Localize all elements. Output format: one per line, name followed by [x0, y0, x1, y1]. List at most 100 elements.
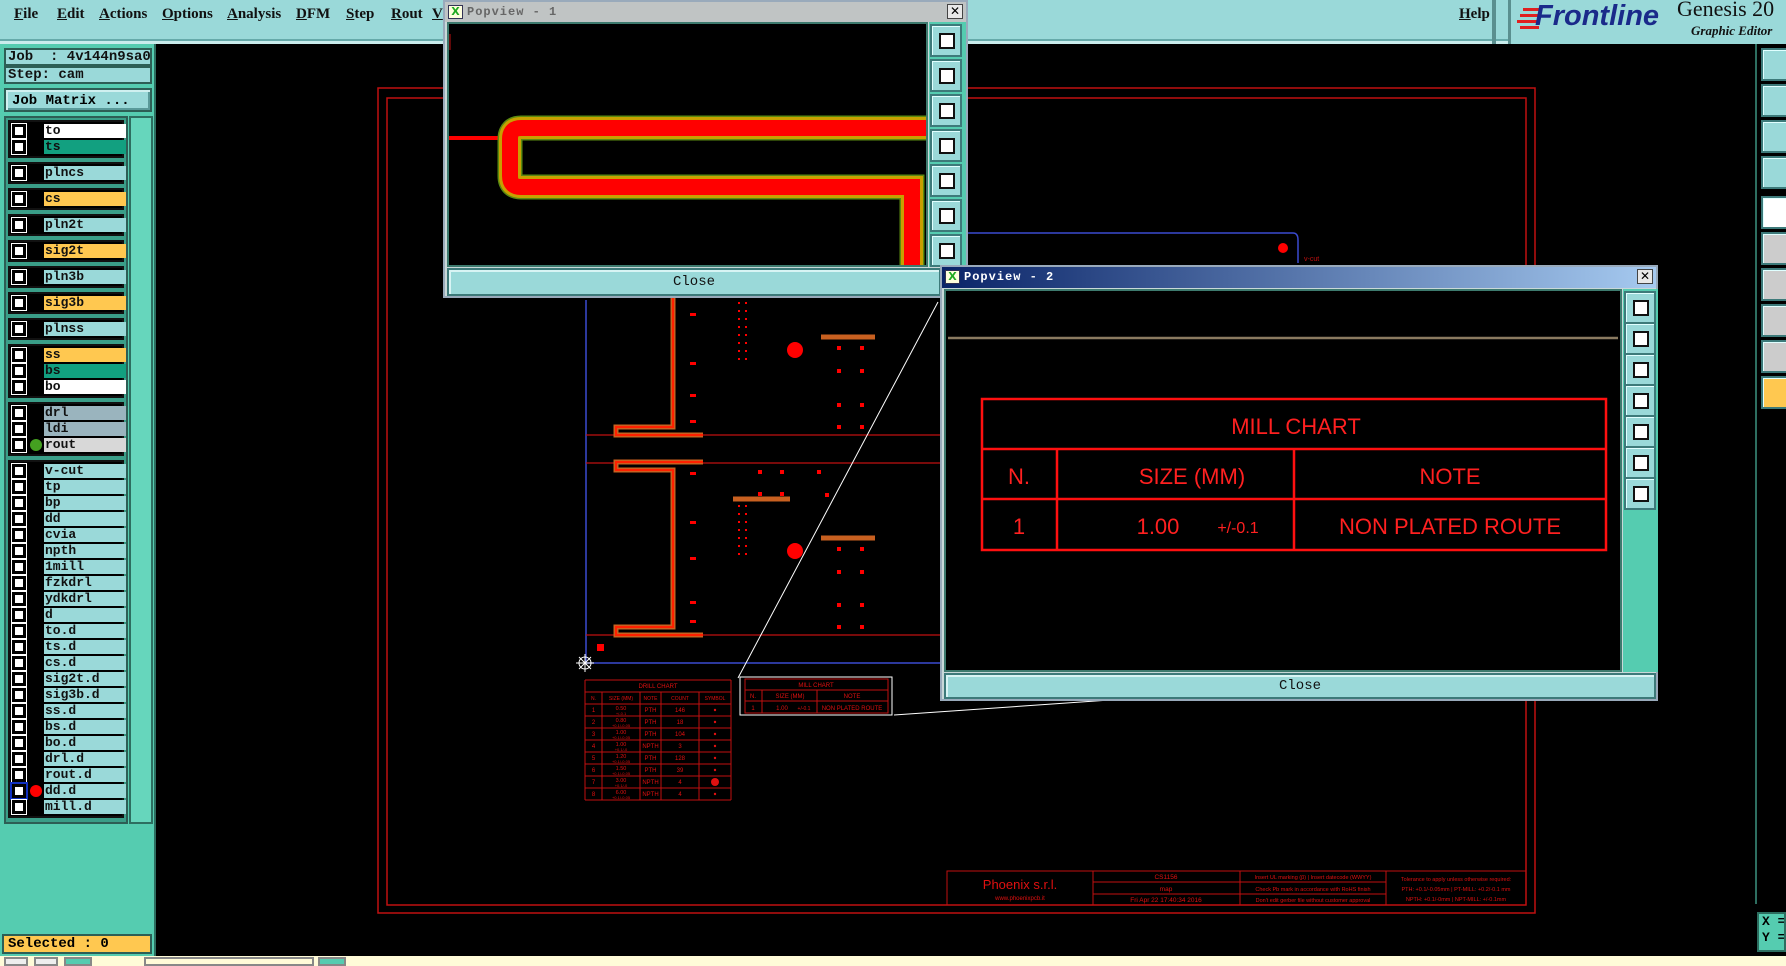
ruler-icon[interactable] — [1761, 340, 1786, 373]
layer-row-pln2t[interactable]: pln2t — [10, 217, 126, 233]
layer-row-ydkdrl[interactable]: ydkdrl — [10, 591, 126, 607]
layer-name[interactable]: tp — [44, 480, 126, 494]
layer-name[interactable]: bp — [44, 496, 126, 510]
layer-name[interactable]: bs — [44, 364, 126, 378]
layer-row-bp[interactable]: bp — [10, 495, 126, 511]
layer-checkbox[interactable] — [11, 123, 27, 139]
layer-checkbox[interactable] — [11, 463, 27, 479]
layer-row-sig3b.d[interactable]: sig3b.d — [10, 687, 126, 703]
layer-row-fzkdrl[interactable]: fzkdrl — [10, 575, 126, 591]
layer-checkbox[interactable] — [11, 243, 27, 259]
layer-checkbox[interactable] — [11, 191, 27, 207]
layer-row-sig2t.d[interactable]: sig2t.d — [10, 671, 126, 687]
layer-checkbox[interactable] — [11, 511, 27, 527]
layer-checkbox[interactable] — [11, 269, 27, 285]
layer-name[interactable]: sig2t.d — [44, 672, 126, 686]
menu-view[interactable]: V — [432, 6, 443, 22]
layer-name[interactable]: ts.d — [44, 640, 126, 654]
layer-row-bo.d[interactable]: bo.d — [10, 735, 126, 751]
popview-1-close-button[interactable]: Close — [447, 268, 941, 296]
layer-name[interactable]: plnss — [44, 322, 126, 336]
view-tool-button[interactable] — [930, 129, 962, 162]
layer-name[interactable]: npth — [44, 544, 126, 558]
layer-checkbox[interactable] — [11, 495, 27, 511]
layer-name[interactable]: drl — [44, 406, 126, 420]
popview-1-titlebar[interactable]: X Popview - 1 ✕ — [445, 2, 966, 22]
layer-row-dd.d[interactable]: dd.d — [10, 782, 126, 800]
layer-row-pln3b[interactable]: pln3b — [10, 269, 126, 285]
layer-checkbox[interactable] — [11, 655, 27, 671]
layer-checkbox[interactable] — [11, 437, 27, 453]
layer-row-plnss[interactable]: plnss — [10, 321, 126, 337]
layer-row-ss[interactable]: ss — [10, 347, 126, 363]
layer-checkbox[interactable] — [11, 575, 27, 591]
layer-checkbox[interactable] — [11, 607, 27, 623]
layer-name[interactable]: d — [44, 608, 126, 622]
layer-checkbox[interactable] — [10, 782, 28, 800]
layer-name[interactable]: to — [44, 124, 126, 138]
layer-name[interactable]: fzkdrl — [44, 576, 126, 590]
layer-name[interactable]: cs.d — [44, 656, 126, 670]
menu-file[interactable]: File — [14, 6, 39, 22]
snap-icon[interactable] — [1761, 304, 1786, 337]
layer-row-rout[interactable]: rout — [10, 437, 126, 453]
layer-name[interactable]: plncs — [44, 166, 126, 180]
layer-row-drl[interactable]: drl — [10, 405, 126, 421]
layer-checkbox[interactable] — [11, 735, 27, 751]
layer-checkbox[interactable] — [11, 799, 27, 815]
view-tool-button[interactable] — [930, 59, 962, 92]
layer-row-ss.d[interactable]: ss.d — [10, 703, 126, 719]
layer-checkbox[interactable] — [11, 405, 27, 421]
layer-name[interactable]: rout.d — [44, 768, 126, 782]
layer-row-1mill[interactable]: 1mill — [10, 559, 126, 575]
bottom-button[interactable] — [64, 957, 92, 966]
layer-checkbox[interactable] — [11, 421, 27, 437]
layer-name[interactable]: sig3b — [44, 296, 126, 310]
view-tool-button[interactable] — [930, 234, 962, 267]
layer-checkbox[interactable] — [11, 751, 27, 767]
layer-checkbox[interactable] — [11, 139, 27, 155]
layer-row-d[interactable]: d — [10, 607, 126, 623]
layer-row-rout.d[interactable]: rout.d — [10, 767, 126, 783]
view-tool-button[interactable] — [1624, 291, 1656, 324]
close-icon[interactable]: ✕ — [947, 4, 963, 19]
layer-name[interactable]: drl.d — [44, 752, 126, 766]
bottom-button[interactable] — [318, 957, 346, 966]
command-input[interactable] — [144, 957, 314, 966]
layer-name[interactable]: bs.d — [44, 720, 126, 734]
net-icon[interactable] — [1761, 232, 1786, 265]
zoom-up-icon[interactable] — [1761, 48, 1786, 81]
layer-row-ts[interactable]: ts — [10, 139, 126, 155]
layer-row-npth[interactable]: npth — [10, 543, 126, 559]
pan-left-icon[interactable] — [1761, 84, 1786, 117]
layer-checkbox[interactable] — [11, 379, 27, 395]
menu-step[interactable]: Step — [346, 6, 375, 22]
layer-checkbox[interactable] — [11, 479, 27, 495]
layer-name[interactable]: v-cut — [44, 464, 126, 478]
view-tool-button[interactable] — [1624, 322, 1656, 355]
layer-checkbox[interactable] — [11, 559, 27, 575]
layer-name[interactable]: dd — [44, 512, 126, 526]
view-tool-button[interactable] — [1624, 415, 1656, 448]
view-tool-button[interactable] — [1624, 384, 1656, 417]
layer-row-drl.d[interactable]: drl.d — [10, 751, 126, 767]
layer-checkbox[interactable] — [11, 321, 27, 337]
view-tool-button[interactable] — [930, 24, 962, 57]
measure-icon[interactable] — [1761, 268, 1786, 301]
layer-row-to.d[interactable]: to.d — [10, 623, 126, 639]
job-matrix-button[interactable]: Job Matrix ... — [4, 88, 152, 112]
layer-checkbox[interactable] — [11, 687, 27, 703]
layer-checkbox[interactable] — [11, 703, 27, 719]
layer-name[interactable]: ss.d — [44, 704, 126, 718]
layer-row-ts.d[interactable]: ts.d — [10, 639, 126, 655]
layer-scroll-strip[interactable] — [129, 116, 153, 824]
menu-rout[interactable]: Rout — [391, 6, 423, 22]
menu-actions[interactable]: Actions — [99, 6, 148, 22]
layer-name[interactable]: rout — [44, 438, 126, 452]
settings-icon[interactable] — [1761, 156, 1786, 189]
layer-row-dd[interactable]: dd — [10, 511, 126, 527]
close-icon[interactable]: ✕ — [1637, 269, 1653, 284]
layer-name[interactable]: bo.d — [44, 736, 126, 750]
menu-options[interactable]: Options — [162, 6, 213, 22]
layer-row-ldi[interactable]: ldi — [10, 421, 126, 437]
